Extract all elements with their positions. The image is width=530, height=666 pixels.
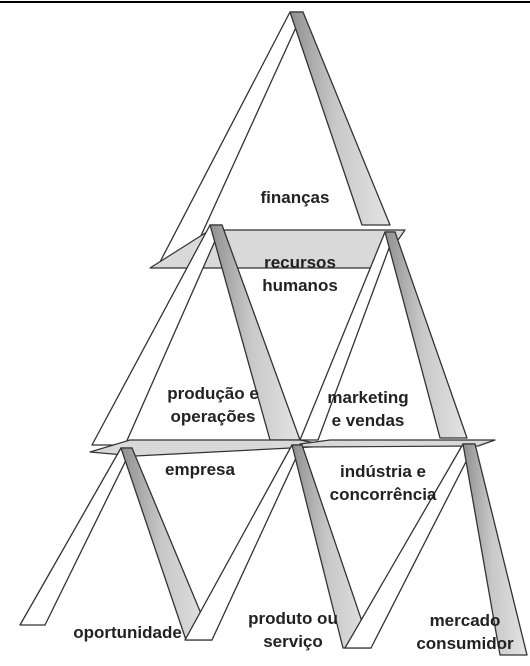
label-industry-line2: concorrência — [329, 485, 437, 504]
label-marketing-line1: marketing — [327, 388, 409, 407]
level-4-cards — [19, 443, 528, 656]
finance-right-card — [289, 11, 391, 226]
label-product-line2: serviço — [263, 632, 323, 651]
marketing-right-card — [384, 231, 468, 439]
level-1-cards — [159, 11, 391, 263]
label-human-resources-line1: recursos — [264, 253, 336, 272]
label-finance: finanças — [260, 188, 330, 207]
label-industry-line1: indústria e — [340, 462, 426, 481]
label-marketing-line2: e vendas — [331, 411, 405, 430]
market-right-card — [462, 443, 528, 656]
level-2-cards — [91, 224, 468, 446]
label-human-resources-line2: humanos — [262, 276, 338, 295]
label-product-line1: produto ou — [248, 609, 338, 628]
label-production-line2: operações — [170, 407, 256, 426]
opportunity-left-card — [19, 447, 133, 626]
level-3-cards — [89, 439, 496, 457]
label-company: empresa — [165, 460, 235, 479]
finance-left-card — [159, 11, 304, 263]
label-market-line1: mercado — [429, 611, 501, 630]
label-market-line2: consumidor — [416, 634, 514, 653]
label-opportunity: oportunidade — [73, 623, 182, 642]
label-production-line1: produção e — [167, 384, 259, 403]
